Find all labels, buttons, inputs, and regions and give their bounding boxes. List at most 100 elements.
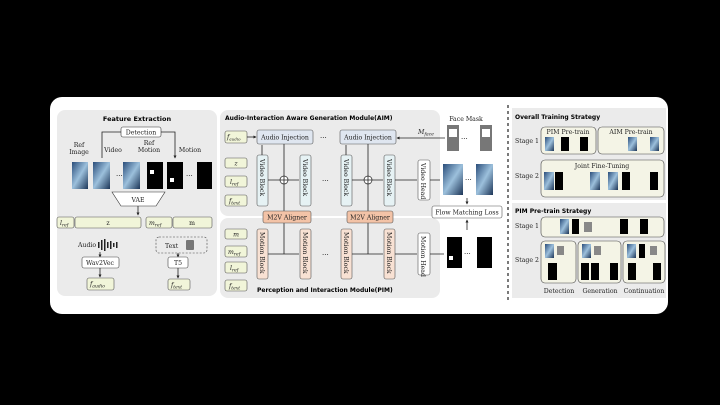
vae-label: VAE: [130, 197, 145, 204]
video-block-1: Video Block: [256, 154, 269, 207]
f-text-feature: ftext: [170, 282, 182, 291]
motion-block-1: Motion Block: [256, 228, 269, 280]
aim-input-z: z: [233, 161, 238, 168]
audio-label: Audio: [77, 242, 96, 249]
video-block-3: Video Block: [340, 154, 353, 207]
motion-block-4: Motion Block: [383, 228, 396, 280]
outputs: Face Mask ··· Mface ··· Flow Matching Lo…: [396, 116, 503, 268]
aim-input-l-ref: lref: [230, 179, 240, 188]
audio-injection-1: Audio Injection: [256, 129, 314, 145]
video-frame: [123, 162, 140, 189]
token-m: m: [189, 220, 195, 227]
svg-text:Motion Block: Motion Block: [342, 232, 349, 274]
token-m-ref: mref: [149, 220, 163, 229]
face-mask-frame: [447, 125, 459, 151]
svg-text:Motion Block: Motion Block: [301, 232, 308, 274]
pim-input-f-text: ftext: [228, 283, 240, 292]
aim-title: Audio-Interaction Aware Generation Modul…: [225, 115, 393, 122]
ref-image-label-2: Image: [69, 149, 89, 156]
m2v-aligner-1: M2V Aligner: [262, 210, 312, 224]
overall-training-title: Overall Training Strategy: [515, 114, 600, 121]
motion-block-2: Motion Block: [299, 228, 312, 280]
aim-input-f-audio: faudio: [226, 134, 241, 142]
audio-injection-2: Audio Injection: [339, 129, 397, 145]
joint-fine-tuning-box: [540, 159, 665, 198]
aim-input-f-text: ftext: [228, 198, 240, 207]
continuation-caption: Continuation: [624, 288, 665, 295]
video-label: Video: [103, 147, 122, 154]
flow-matching-loss-label: Flow Matching Loss: [435, 210, 498, 217]
svg-text:M2V Aligner: M2V Aligner: [267, 215, 307, 222]
detection-caption: Detection: [544, 288, 574, 295]
flow-matching-loss-box: [431, 205, 503, 219]
audio-waveform-icon: [98, 239, 118, 251]
generated-video-frame: [443, 164, 463, 195]
svg-text:Audio Injection: Audio Injection: [260, 135, 309, 142]
ref-motion-label-2: Motion: [138, 147, 160, 154]
generation-caption: Generation: [582, 288, 617, 295]
ellipsis: ···: [322, 177, 329, 185]
ellipsis: ···: [186, 172, 193, 180]
video-head: Video Head: [417, 159, 431, 201]
pim-title: Perception and Interaction Module(PIM): [257, 287, 393, 294]
ellipsis: ···: [116, 172, 123, 180]
wav2vec-label: Wav2Vec: [86, 260, 115, 267]
ellipsis: ···: [322, 251, 329, 259]
face-mask-label: Face Mask: [449, 116, 483, 123]
f-audio-feature: faudio: [89, 281, 105, 290]
video-frame: [93, 162, 110, 189]
face-mask-frame: [480, 125, 492, 151]
pim-stage1-label: Stage 1: [515, 223, 539, 230]
arrow-video-detection: [101, 131, 121, 158]
pim-input-m-ref: mref: [228, 249, 242, 258]
svg-text:Motion Block: Motion Block: [258, 232, 265, 274]
stage2-label: Stage 2: [515, 173, 539, 180]
motion-label: Motion: [179, 147, 201, 154]
pim-input-l-ref: lref: [230, 265, 240, 274]
svg-text:Video Head: Video Head: [419, 162, 426, 199]
motion-frame: [197, 162, 212, 189]
ref-motion-label: Ref: [144, 140, 155, 147]
m2v-aligner-2: M2V Aligner: [346, 210, 394, 224]
vae-encoder: [111, 191, 166, 207]
training-strategy-panel: Overall Training Strategy Stage 1 PIM Pr…: [512, 108, 666, 298]
ref-motion-frame: [147, 162, 163, 189]
generated-motion-frame: [447, 237, 462, 268]
pim-input-m: m: [233, 232, 239, 239]
motion-block-3: Motion Block: [340, 228, 353, 280]
svg-text:Motion Head: Motion Head: [419, 236, 426, 277]
pim-panel: [220, 218, 440, 298]
svg-text:AIM Pre-train: AIM Pre-train: [608, 129, 652, 136]
text-input-box: [155, 236, 208, 254]
ref-image-thumbnail: [72, 162, 88, 189]
video-block-2: Video Block: [299, 154, 312, 207]
svg-text:M2V Aligner: M2V Aligner: [350, 215, 390, 222]
motion-frame: [167, 162, 183, 189]
arrow-detection-motion: [161, 131, 177, 159]
svg-text:PIM Pre-train: PIM Pre-train: [547, 129, 590, 136]
svg-text:···: ···: [465, 176, 472, 184]
m-face-label: Mface: [417, 129, 434, 138]
aim-panel: Audio-Interaction Aware Generation Modul…: [220, 110, 440, 298]
token-l-ref: lref: [60, 220, 70, 229]
token-z: z: [106, 220, 110, 227]
svg-text:···: ···: [461, 135, 468, 143]
svg-text:Video Block: Video Block: [258, 158, 265, 196]
svg-text:Video Block: Video Block: [385, 158, 392, 196]
pim-strategy-title: PIM Pre-train Strategy: [515, 208, 591, 215]
ellipsis: ···: [320, 134, 327, 142]
generated-motion-frame: [477, 237, 492, 268]
svg-text:Motion Block: Motion Block: [385, 232, 392, 274]
generated-video-frame: [476, 164, 493, 195]
ref-image-label: Ref: [74, 142, 85, 149]
motion-head: Motion Head: [417, 232, 431, 277]
detection-label: Detection: [126, 130, 156, 137]
feature-extraction-panel: Feature Extraction Detection Ref Image V…: [56, 110, 217, 296]
svg-text:Video Block: Video Block: [342, 158, 349, 196]
document-icon: [186, 240, 194, 250]
wav2vec-box: [81, 256, 120, 269]
svg-text:Joint Fine-Tuning: Joint Fine-Tuning: [574, 163, 629, 170]
pim-stage2-label: Stage 2: [515, 257, 539, 264]
svg-text:Audio Injection: Audio Injection: [343, 135, 392, 142]
